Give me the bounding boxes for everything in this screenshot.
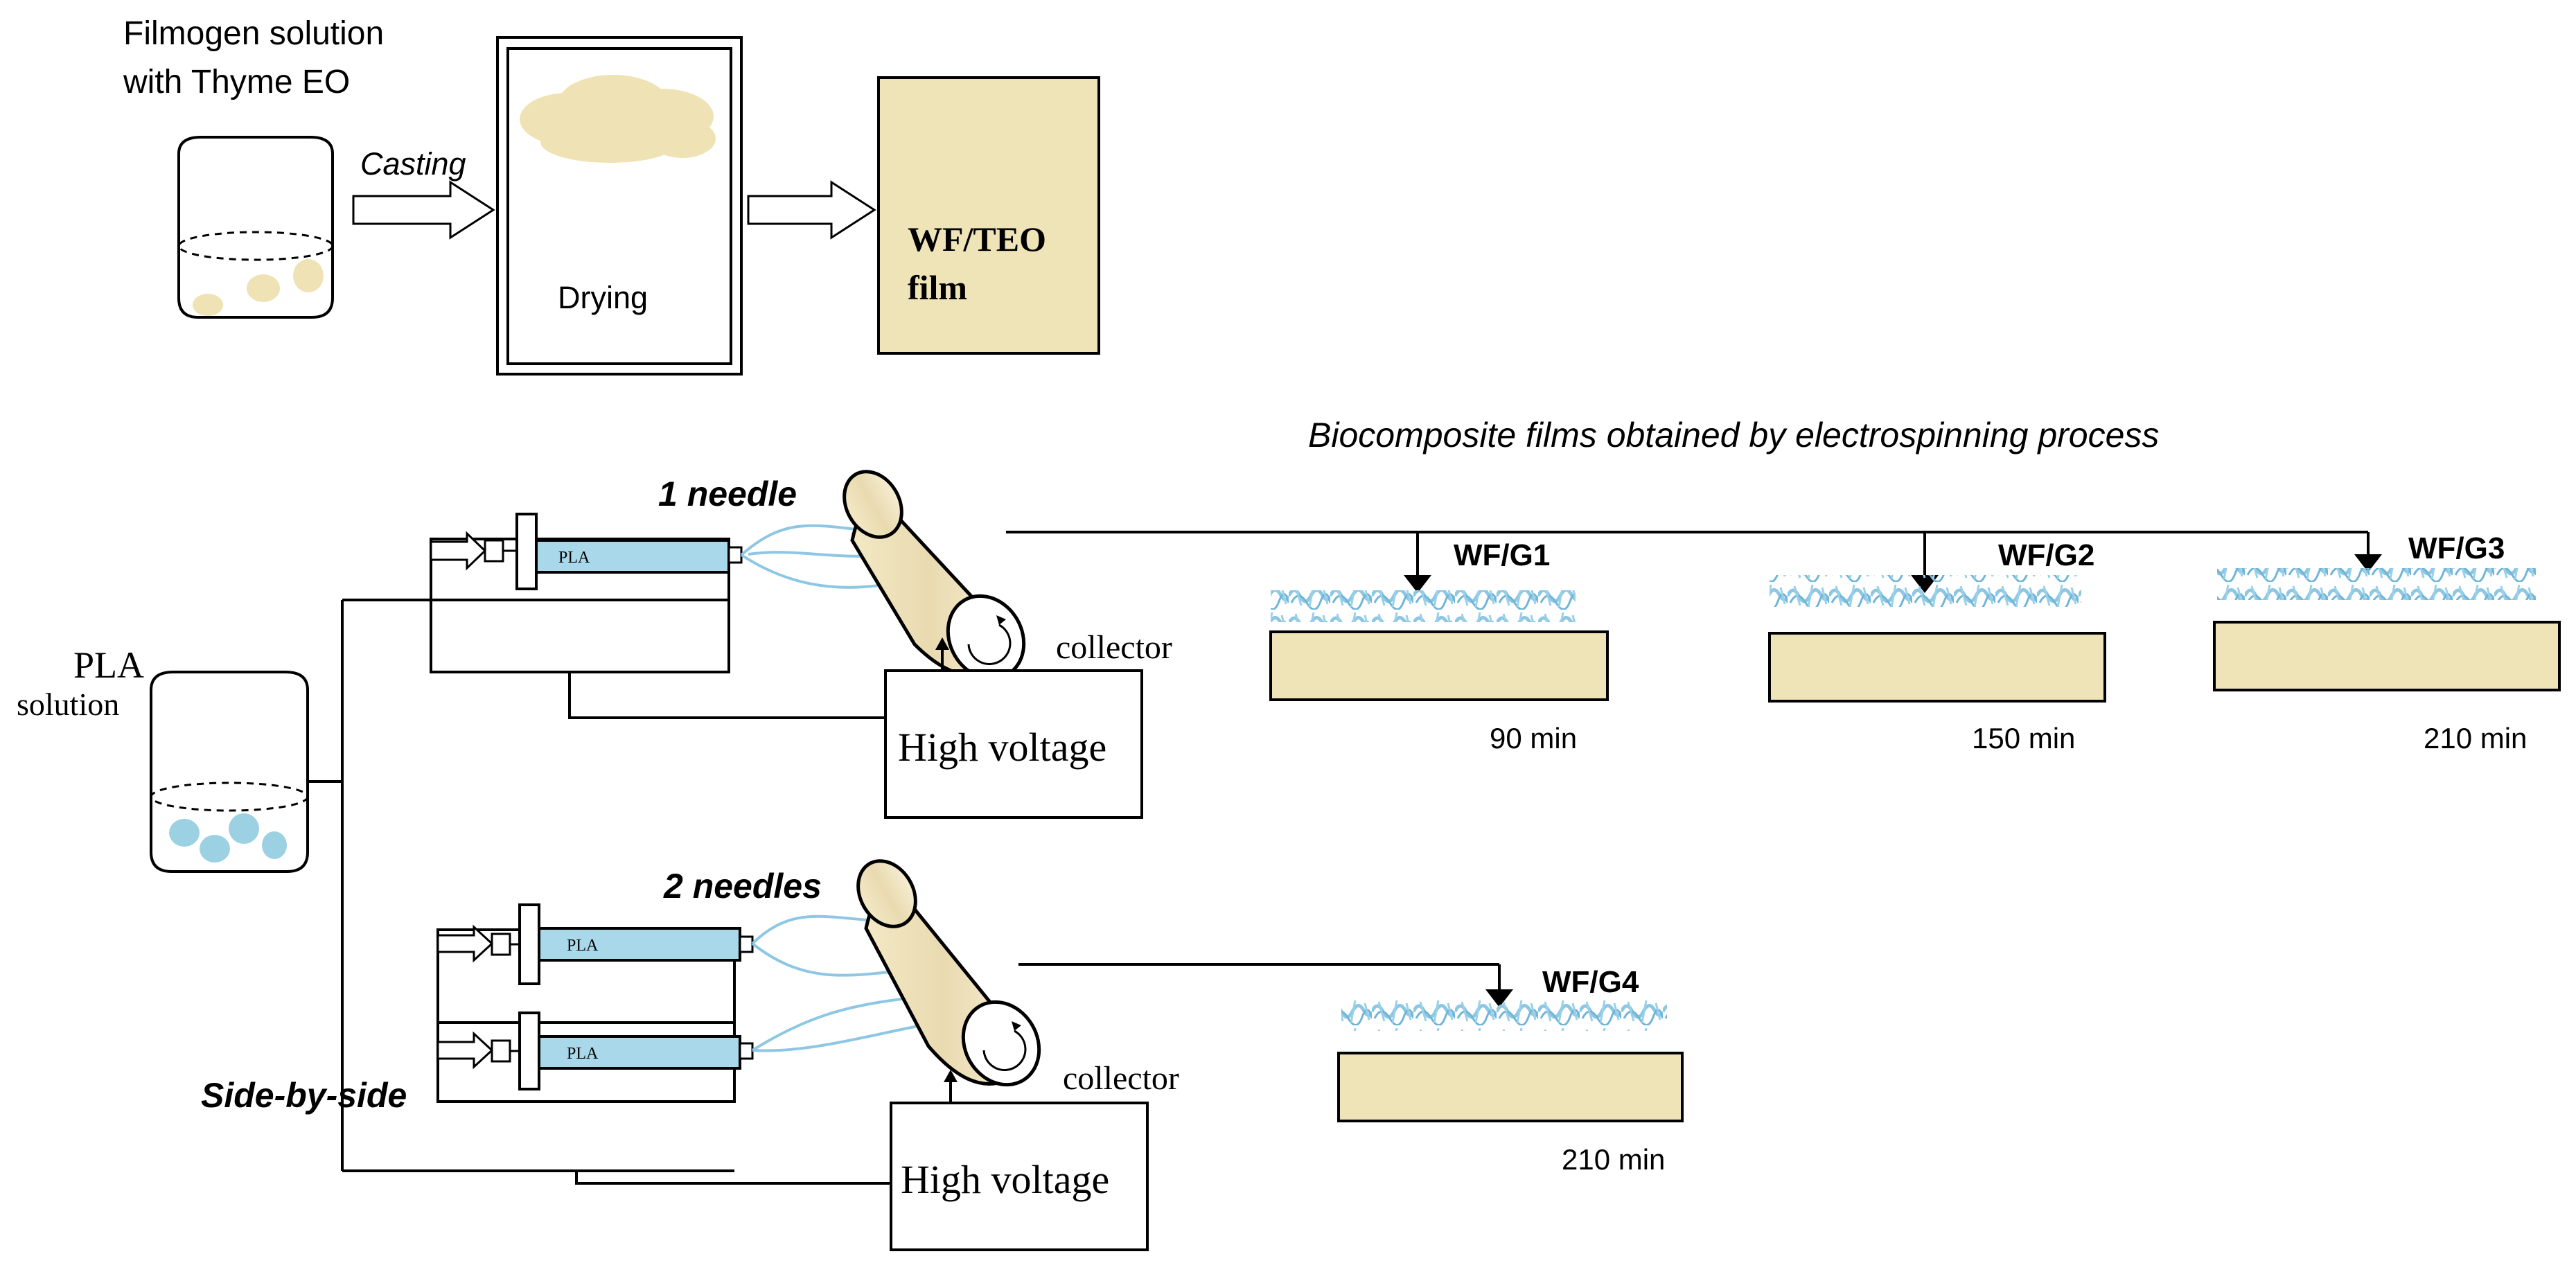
feed-lines bbox=[308, 599, 734, 1172]
film-substrate bbox=[2213, 621, 2561, 691]
pla-droplet bbox=[200, 835, 230, 863]
drying-arrow bbox=[747, 180, 876, 240]
casting-label: Casting bbox=[360, 146, 466, 182]
oil-droplet bbox=[293, 259, 324, 292]
oil-droplet bbox=[247, 274, 280, 302]
plunger-push-arrow bbox=[436, 924, 494, 963]
film-substrate bbox=[1768, 632, 2106, 703]
one-needle-label: 1 needle bbox=[658, 475, 797, 513]
filmogen-beaker bbox=[177, 136, 334, 319]
pla-label-line2: solution bbox=[17, 687, 119, 722]
film-time: 90 min bbox=[1490, 722, 1577, 754]
high-voltage-box bbox=[890, 1102, 1149, 1251]
wf-teo-film bbox=[877, 76, 1100, 355]
drying-frame bbox=[496, 36, 743, 376]
pla-droplet bbox=[169, 819, 200, 847]
solution-label-line1: Filmogen solution bbox=[123, 15, 384, 52]
film-name: WF/G2 bbox=[1998, 538, 2094, 572]
drying-label: Drying bbox=[558, 280, 648, 315]
fiber-mat bbox=[2217, 568, 2536, 600]
film-g1: WF/G1 90 min bbox=[1269, 532, 1609, 754]
film-time: 210 min bbox=[2424, 722, 2527, 754]
film-time: 150 min bbox=[1972, 722, 2075, 754]
fiber-mat bbox=[1770, 575, 2081, 607]
collector-label: collector bbox=[1056, 629, 1172, 666]
evaporation-cloud bbox=[520, 75, 716, 163]
film-name: WF/G3 bbox=[2408, 531, 2505, 565]
solution-label-line2: with Thyme EO bbox=[123, 64, 350, 100]
voltage-arrow-up bbox=[935, 637, 949, 650]
high-voltage-label: High voltage bbox=[901, 1157, 1109, 1202]
film-time: 210 min bbox=[1562, 1143, 1665, 1176]
film-substrate bbox=[1269, 630, 1609, 701]
pla-beaker bbox=[150, 671, 309, 873]
collector-label: collector bbox=[1063, 1060, 1179, 1097]
film-label-line1: WF/TEO bbox=[908, 220, 1046, 258]
syringe-label: PLA bbox=[558, 549, 590, 567]
fiber-mat bbox=[1271, 590, 1576, 622]
film-g2: WF/G2 150 min bbox=[1768, 532, 2106, 754]
syringe-label: PLA bbox=[567, 937, 599, 955]
electrospinning-title: Biocomposite films obtained by electrosp… bbox=[1308, 416, 2159, 454]
syringe-label: PLA bbox=[567, 1045, 599, 1063]
fiber-mat bbox=[1341, 999, 1667, 1031]
film-g4: WF/G4 210 min bbox=[1337, 964, 1684, 1176]
film-label-line2: film bbox=[908, 268, 967, 307]
pla-label-line1: PLA bbox=[73, 644, 144, 686]
dual-syringe: PLA PLA bbox=[436, 903, 754, 1103]
film-substrate bbox=[1337, 1052, 1684, 1122]
casting-arrow bbox=[352, 180, 495, 240]
film-g3: WF/G3 210 min bbox=[2213, 531, 2561, 754]
film-name: WF/G4 bbox=[1542, 965, 1639, 999]
side-by-side-label: Side-by-side bbox=[201, 1076, 407, 1115]
high-voltage-box bbox=[884, 669, 1143, 819]
high-voltage-label: High voltage bbox=[898, 725, 1106, 770]
oil-droplet bbox=[193, 294, 223, 316]
fiber-jet bbox=[751, 915, 922, 1052]
collector-drum bbox=[843, 470, 1026, 681]
plunger-push-arrow bbox=[430, 531, 487, 571]
voltage-arrow-up bbox=[944, 1070, 958, 1082]
collector-drum bbox=[856, 859, 1041, 1087]
film-name: WF/G1 bbox=[1454, 538, 1550, 572]
two-needles-label: 2 needles bbox=[663, 867, 822, 906]
pla-droplet bbox=[229, 813, 259, 844]
single-syringe: PLA bbox=[430, 513, 743, 673]
pla-droplet bbox=[262, 831, 287, 859]
plunger-push-arrow bbox=[436, 1031, 494, 1070]
